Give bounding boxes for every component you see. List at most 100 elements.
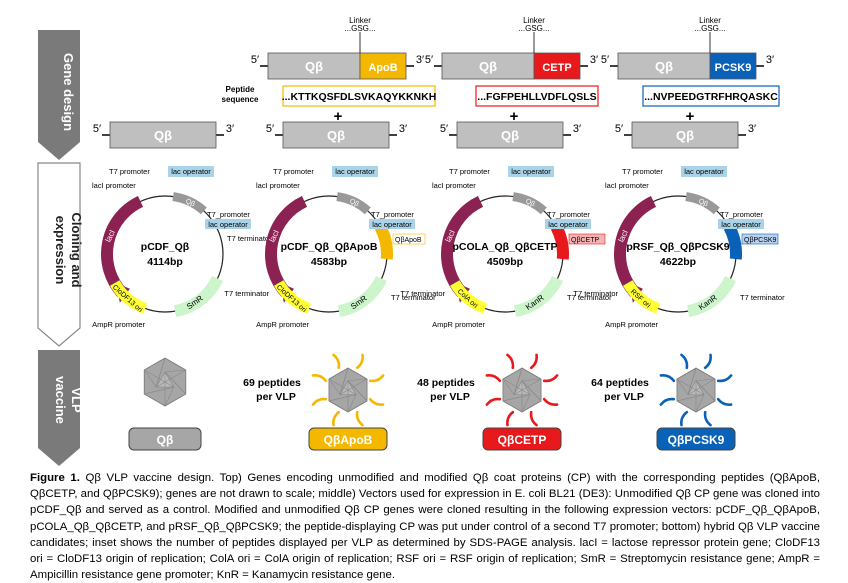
pcola-cetp-t7-promoter-2: T7_promoter <box>547 210 590 219</box>
apob-vlp-facet-line-b <box>328 378 341 395</box>
peptide-label-2: sequence <box>222 95 259 104</box>
pcola-cetp-ampr-promoter: AmpR promoter <box>432 320 485 329</box>
apob-plain-five-prime: 5′ <box>266 123 274 135</box>
pcsk9-vlp-peptide-strand <box>716 374 733 383</box>
cloning-chevron <box>37 162 81 347</box>
pcsk9-vlp-peptide-strand <box>703 353 712 370</box>
apob-vlp-facet-line-b <box>328 394 357 402</box>
pcola-cetp-lac-operator: lac operator <box>511 167 551 176</box>
apob-count-1: 69 peptides <box>243 377 301 389</box>
pcsk9-five-prime: 5′ <box>601 54 609 66</box>
qb-ctrl-qb-box <box>109 121 217 149</box>
cetp-plain-qb-box <box>456 121 564 149</box>
pcola-cetp-qb-feat-label: Qβ <box>524 198 536 208</box>
pcsk9-vlp-facet-line-b <box>676 378 689 395</box>
cetp-count-1: 48 peptides <box>417 377 475 389</box>
pcdf-apob-t7-promoter-2: T7_promoter <box>371 210 414 219</box>
pcsk9-plain-five-prime: 5′ <box>615 123 623 135</box>
cetp-linker-label: Linker <box>523 16 545 25</box>
pcsk9-plus: + <box>686 108 695 125</box>
pcsk9-vlp-peptide-strand <box>659 374 676 383</box>
cetp-vlp-facet-line-b <box>521 394 531 413</box>
pcsk9-count-2: per VLP <box>604 391 644 403</box>
pcdf-qb-bp: 4114bp <box>147 256 183 268</box>
apob-plain-qb-label: Qβ <box>327 128 345 143</box>
prsf-pcsk9-laci-promoter: lacI promoter <box>605 181 649 190</box>
pcdf-apob-t7-terminator: T7 terminator <box>224 289 269 298</box>
cetp-vlp-peptide-strand <box>506 353 515 370</box>
prsf-pcsk9-res-arc <box>686 275 737 318</box>
apob-vlp-peptide-strand <box>355 410 364 427</box>
pcdf-apob-lac-operator: lac operator <box>335 167 375 176</box>
cetp-five-prime: 5′ <box>425 54 433 66</box>
pcola-cetp-lac-operator-bg <box>508 166 554 177</box>
side-chevrons: Gene design Cloning andexpression VLPvac… <box>37 30 84 466</box>
apob-linker-label: Linker <box>349 16 371 25</box>
pcola-cetp-lac-operator2-bg <box>545 219 591 229</box>
pcsk9-plain-qb-box <box>631 121 739 149</box>
prsf-pcsk9-name: pRSF_Qβ_QβPCSK9 <box>626 241 729 253</box>
apob-vlp-facet-line-b <box>339 367 349 395</box>
pcola-cetp-laci-promoter: lacI promoter <box>432 181 476 190</box>
apob-count-2: per VLP <box>256 391 296 403</box>
pcdf-qb-res-arc <box>173 275 224 318</box>
pcdf-qb-ori-arc <box>110 280 148 314</box>
figure-caption: Figure 1. Qβ VLP vaccine design. Top) Ge… <box>30 470 820 583</box>
pcsk9-vlp-facet-line-b <box>676 394 705 402</box>
prsf-pcsk9-lac-operator2-bg <box>718 219 764 229</box>
apob-plus: + <box>334 108 343 125</box>
pcdf-apob-insert-tag-bg <box>392 233 426 245</box>
pcsk9-vlp-peptide-strand <box>680 353 689 370</box>
pcdf-qb-t7-promoter: T7 promoter <box>109 167 150 176</box>
pcsk9-seq-box <box>642 85 780 107</box>
vlp-chevron <box>38 350 80 466</box>
pcdf-apob-laci-promoter: lacI promoter <box>256 181 300 190</box>
apob-five-prime: 5′ <box>251 54 259 66</box>
prsf-pcsk9-qb-arc <box>685 192 720 215</box>
cetp-vlp-label-box <box>482 427 562 451</box>
cetp-vlp-facet-line-b <box>502 394 531 402</box>
cetp-vlp-facet-line-b <box>521 378 542 382</box>
apob-three-prime: 3′ <box>416 54 424 66</box>
qb-ctrl-qb-label: Qβ <box>154 128 172 143</box>
pcdf-qb-t7-promoter-2: T7_promoter <box>207 210 250 219</box>
cetp-vlp-label: QβCETP <box>498 433 547 447</box>
pcola-cetp-lac-operator-2: lac operator <box>548 220 588 229</box>
cetp-seq-box <box>475 85 599 107</box>
pcola-cetp-insert-tag-bg <box>568 233 606 245</box>
pcsk9-vlp-facet-line-b <box>695 394 705 413</box>
pcsk9-qb-box <box>617 52 711 80</box>
pcdf-apob-ampr-promoter: AmpR promoter <box>256 320 309 329</box>
pcsk9-vlp-peptide-strand <box>680 410 689 427</box>
apob-vlp-peptide-strand <box>368 374 385 383</box>
qb-vlp-facet-line-b <box>155 357 166 388</box>
caption-figure-number: Figure 1. <box>30 472 80 484</box>
pcdf-apob-lac-operator2-bg <box>369 219 415 229</box>
gene-design-chevron <box>38 30 80 160</box>
apob-vlp-peptide-strand <box>355 353 364 370</box>
prsf-pcsk9-lac-operator-bg <box>681 166 727 177</box>
prsf-pcsk9-t7-terminator-2: T7 terminator <box>740 293 785 302</box>
pcsk9-plain-three-prime: 3′ <box>748 123 756 135</box>
pcdf-qb-qb-feat-label: Qβ <box>184 198 196 208</box>
pcsk9-plain-qb-label: Qβ <box>676 128 694 143</box>
pcsk9-vlp-label-box <box>656 427 736 451</box>
pcdf-qb-name: pCDF_Qβ <box>141 241 190 253</box>
pcola-cetp-res-arc <box>513 275 564 318</box>
pcdf-apob-t7-terminator-2: T7 terminator <box>391 293 436 302</box>
pcdf-apob-insert-tag: QβApoB <box>395 237 422 244</box>
qb-vlp-facet-line-b <box>164 371 187 395</box>
apob-qb-label: Qβ <box>305 59 323 74</box>
prsf-pcsk9-t7-terminator: T7 terminator <box>573 289 618 298</box>
prsf-pcsk9-t7-promoter-2: T7_promoter <box>720 210 763 219</box>
prsf-pcsk9-ampr-promoter: AmpR promoter <box>605 320 658 329</box>
cetp-insert-label: CETP <box>542 62 571 74</box>
cetp-vlp-facet-line-b <box>521 380 542 402</box>
apob-vlp-facet-line-b <box>347 380 368 402</box>
pcdf-qb-laci-promoter: lacI promoter <box>92 181 136 190</box>
pcdf-apob-laci-arc <box>265 195 308 297</box>
pcdf-qb-lac-operator: lac operator <box>171 167 211 176</box>
apob-vlp-peptide-strand <box>311 397 328 406</box>
